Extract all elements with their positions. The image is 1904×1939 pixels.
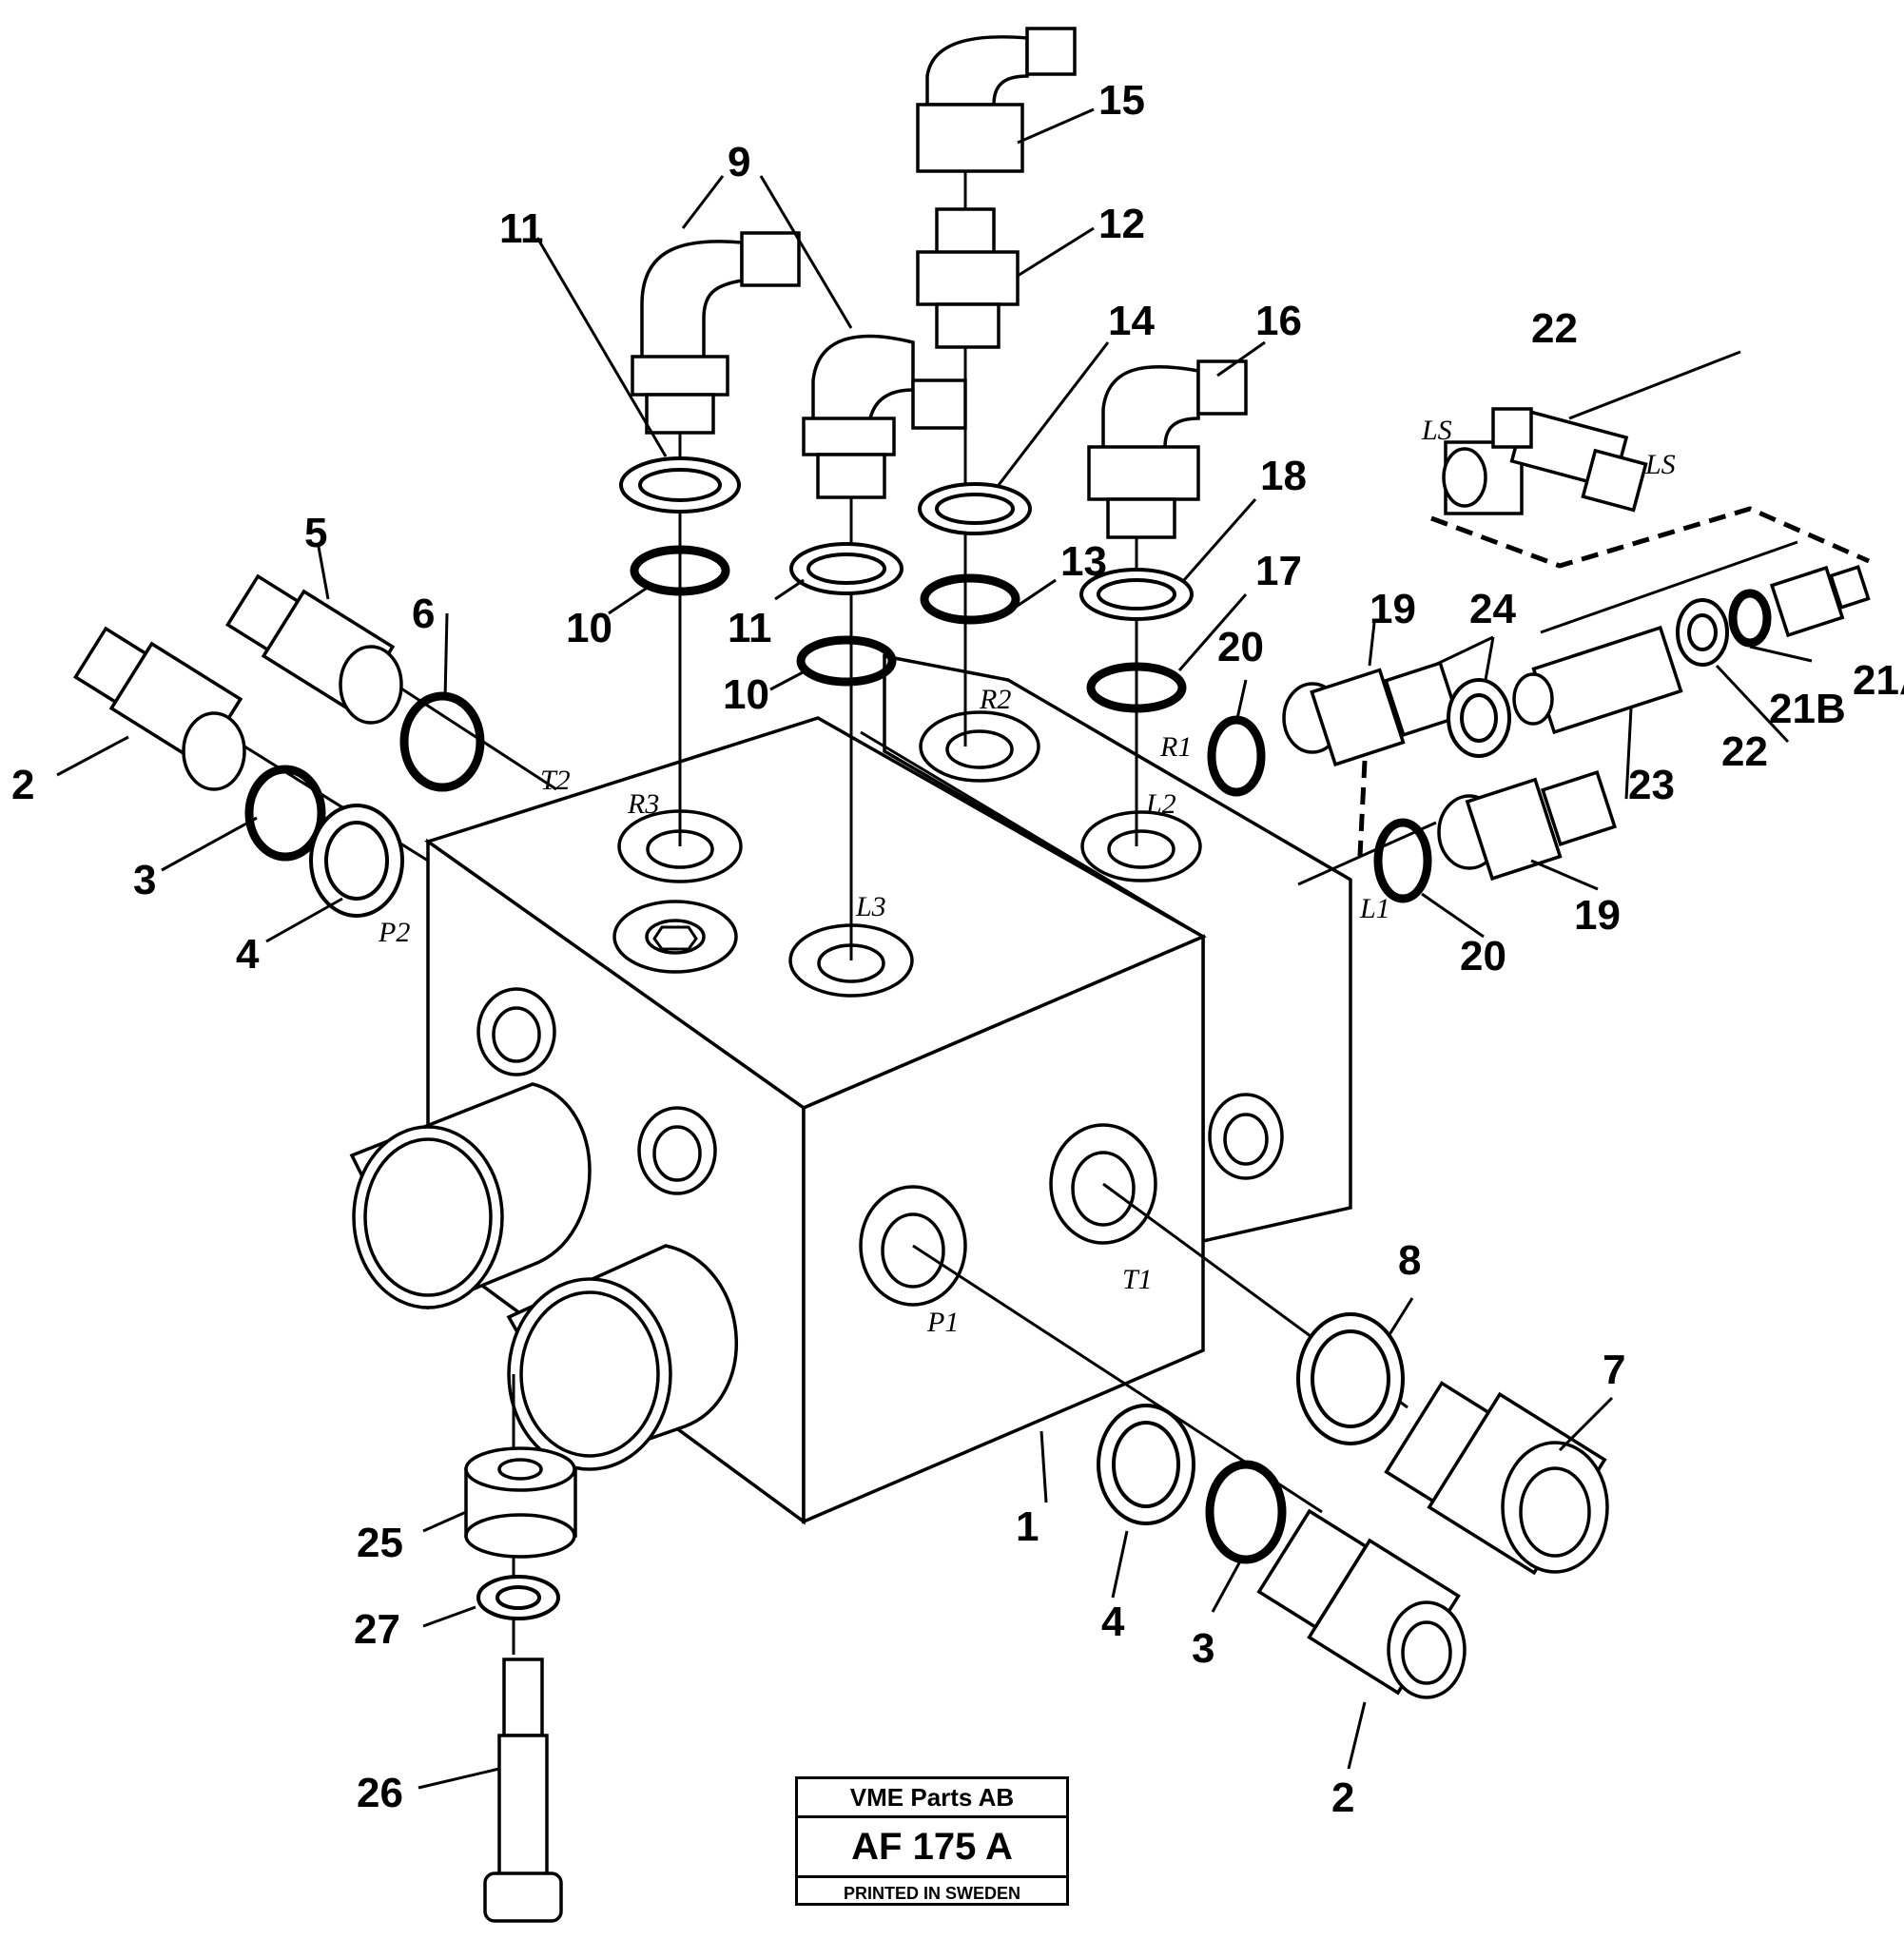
label-part-17: 17 [1255, 548, 1302, 594]
leader-lines [56, 107, 1813, 1790]
label-part-25: 25 [357, 1520, 403, 1566]
port-label-R2: R2 [979, 684, 1011, 715]
o-ring-3-right [1205, 1460, 1287, 1564]
label-part-27: 27 [354, 1606, 400, 1653]
o-ring-10-left [630, 545, 730, 596]
title-block: VME Parts AB AF 175 A PRINTED IN SWEDEN [795, 1776, 1069, 1906]
label-part-21: 21A [1853, 657, 1904, 704]
fitting-7 [1384, 1381, 1609, 1576]
elbow-fitting-9-left [631, 231, 801, 435]
fitting-5 [225, 573, 403, 725]
label-part-20-upper: 20 [1217, 624, 1264, 670]
valve-block [349, 653, 1352, 1525]
label-part-8: 8 [1398, 1237, 1421, 1284]
label-part-24: 24 [1469, 586, 1516, 632]
label-part-10-left: 10 [566, 605, 612, 651]
port-label-LS-right: LS [1644, 449, 1676, 480]
label-part-3-left: 3 [133, 857, 156, 903]
o-ring-20-upper [1207, 715, 1266, 797]
label-part-9: 9 [728, 139, 750, 185]
port-label-R3: R3 [627, 788, 659, 820]
fitting-23 [1512, 625, 1683, 735]
o-ring-3-left [244, 765, 326, 862]
o-ring-10-right [796, 635, 897, 687]
port-label-P2: P2 [378, 917, 410, 948]
port-label-L3: L3 [855, 891, 886, 922]
label-part-15: 15 [1098, 77, 1145, 124]
label-part-11-right: 11 [728, 605, 772, 651]
label-part-4-left: 4 [236, 931, 260, 978]
elbow-fitting-15 [916, 27, 1077, 173]
company-name: VME Parts AB [798, 1779, 1066, 1818]
adapter-12 [916, 207, 1020, 349]
label-part-26: 26 [357, 1770, 403, 1816]
tee-fitting-22 [1442, 407, 1648, 515]
dashed-link-19 [1357, 760, 1368, 857]
label-part-21A: 21B [1769, 686, 1846, 732]
label-part-19-upper: 19 [1370, 586, 1416, 632]
label-part-1: 1 [1016, 1503, 1039, 1550]
o-ring-13 [920, 573, 1020, 625]
o-ring-17 [1086, 662, 1187, 713]
label-part-10-right: 10 [723, 671, 769, 718]
label-part-16: 16 [1255, 298, 1302, 344]
bolt-26 [483, 1658, 563, 1923]
spacer-25 [464, 1446, 577, 1559]
label-part-5: 5 [304, 510, 327, 556]
o-ring-20-lower [1373, 818, 1432, 903]
label-part-11-left: 11 [499, 205, 544, 252]
print-note: PRINTED IN SWEDEN [843, 1884, 1020, 1903]
label-part-12: 12 [1098, 201, 1145, 247]
label-part-23: 23 [1628, 762, 1675, 808]
fitting-2-left [73, 626, 246, 791]
label-part-18: 18 [1260, 453, 1307, 499]
label-part-3-right: 3 [1192, 1625, 1214, 1672]
port-label-LS-left: LS [1421, 415, 1452, 446]
label-part-2-left: 2 [11, 762, 34, 808]
label-part-13: 13 [1060, 538, 1107, 585]
o-ring-6 [399, 691, 485, 792]
label-part-7: 7 [1603, 1347, 1625, 1393]
label-part-19-lower: 19 [1574, 892, 1621, 939]
dashed-link-22 [1430, 506, 1871, 569]
label-part-2-right: 2 [1331, 1774, 1354, 1821]
label-part-14: 14 [1108, 298, 1155, 344]
port-label-R1: R1 [1159, 731, 1192, 763]
port-labels: T2 P2 R3 L3 R2 R1 L2 L1 T1 P1 LS LS [378, 415, 1676, 1338]
port-label-L2: L2 [1145, 788, 1176, 820]
drawing-number: AF 175 A [798, 1818, 1066, 1878]
label-part-4-right: 4 [1101, 1599, 1125, 1645]
label-part-22: 22 [1531, 305, 1578, 352]
fitting-19-upper [1282, 660, 1461, 767]
label-part-6: 6 [412, 591, 435, 637]
part-number-labels: 2 3 4 5 6 9 11 10 11 10 15 12 14 13 16 1… [11, 77, 1904, 1821]
fitting-21 [1769, 565, 1871, 638]
port-label-T1: T1 [1122, 1264, 1153, 1295]
fitting-19-lower [1437, 769, 1618, 882]
port-label-P1: P1 [926, 1307, 959, 1338]
label-part-20-lower: 20 [1460, 933, 1506, 979]
port-label-L1: L1 [1359, 893, 1390, 924]
elbow-fitting-9-right [802, 334, 967, 499]
o-ring-21A [1728, 589, 1772, 648]
fitting-2-right [1256, 1508, 1467, 1699]
label-part-21B: 22 [1721, 728, 1768, 775]
elbow-fitting-16 [1087, 359, 1248, 539]
port-label-T2: T2 [540, 765, 571, 796]
